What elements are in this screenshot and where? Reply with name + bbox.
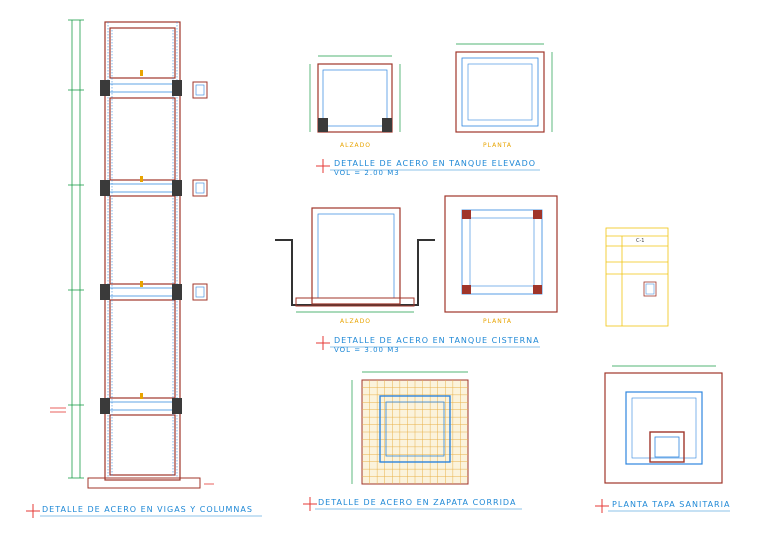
title-markers [26,159,609,518]
title-tapa-sanitaria: PLANTA TAPA SANITARIA [612,500,731,509]
title-tanque-cisterna: DETALLE DE ACERO EN TANQUE CISTERNA [334,336,540,345]
tanque-elevado-planta [455,43,553,133]
label-elevado-planta: PLANTA [483,142,512,149]
title-vigas-columnas: DETALLE DE ACERO EN VIGAS Y COLUMNAS [42,505,253,514]
column-schedule-section [643,281,657,297]
label-elevado-alzado: ALZADO [340,142,372,149]
column-section-details [192,81,208,301]
tapa-sanitaria [604,365,723,484]
frame-concrete [104,21,181,481]
tanque-elevado-alzado [309,55,401,133]
table-column-id: C-1 [636,238,645,244]
column-section-rebar [195,84,205,298]
frame-foundation [87,477,201,489]
tanque-cisterna-alzado [275,207,435,313]
title-zapata-corrida: DETALLE DE ACERO EN ZAPATA CORRIDA [318,498,517,507]
title-underlines [40,169,730,517]
level-markers [50,407,214,485]
volume-tanque-elevado: VOL = 2.00 M3 [334,169,400,177]
title-tanque-elevado: DETALLE DE ACERO EN TANQUE ELEVADO [334,159,537,168]
zapata-rebar-grid [362,380,468,484]
label-cisterna-planta: PLANTA [483,318,512,325]
frame-vigas-columnas [50,19,214,489]
label-cisterna-alzado: ALZADO [340,318,372,325]
frame-beams [100,80,182,414]
frame-annotations [140,70,143,399]
frame-rebar [107,22,178,478]
tanque-cisterna-planta [444,195,558,313]
frame-beam-rebar [110,83,172,411]
zapata-corrida [351,371,469,485]
column-schedule-table [605,227,669,327]
volume-tanque-cisterna: VOL = 3.00 M3 [334,346,400,354]
